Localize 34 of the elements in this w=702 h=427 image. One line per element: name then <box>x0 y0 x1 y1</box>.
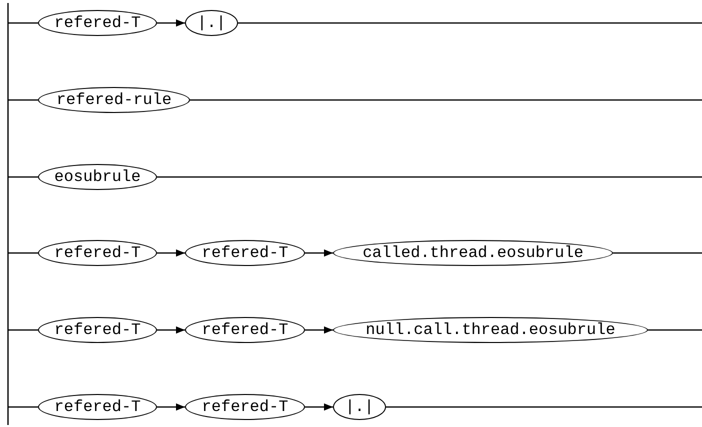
arrow <box>157 249 185 257</box>
node-label: null.call.thread.eosubrule <box>366 321 616 339</box>
connector-line <box>157 176 702 178</box>
connector-line <box>8 99 38 101</box>
arrow <box>305 403 333 411</box>
node-label: refered-T <box>54 321 141 339</box>
connector-line <box>8 329 38 331</box>
node-label: refered-rule <box>56 91 172 109</box>
arrow <box>157 326 185 334</box>
connector-line <box>8 176 38 178</box>
connector-line <box>238 22 702 24</box>
rule-oval <box>185 10 238 36</box>
rule-oval <box>333 394 386 420</box>
node-label: eosubrule <box>54 168 141 186</box>
node-label: refered-T <box>202 398 288 416</box>
connector-line <box>8 406 38 408</box>
node-label: refered-T <box>202 244 288 262</box>
arrow <box>305 249 333 257</box>
node-label: called.thread.eosubrule <box>362 244 584 262</box>
node-label: refered-T <box>54 14 141 32</box>
node-label: |.| <box>197 14 226 32</box>
connector-line <box>8 22 38 24</box>
connector-line <box>8 252 38 254</box>
arrow <box>157 403 185 411</box>
connector-line <box>613 252 702 254</box>
connector-line <box>648 329 702 331</box>
node-label: refered-T <box>54 244 141 262</box>
arrow <box>305 326 333 334</box>
arrow <box>157 19 185 27</box>
node-label: refered-T <box>202 321 288 339</box>
connector-line <box>190 99 702 101</box>
node-label: |.| <box>345 398 374 416</box>
node-label: refered-T <box>54 398 141 416</box>
connector-line <box>386 406 702 408</box>
